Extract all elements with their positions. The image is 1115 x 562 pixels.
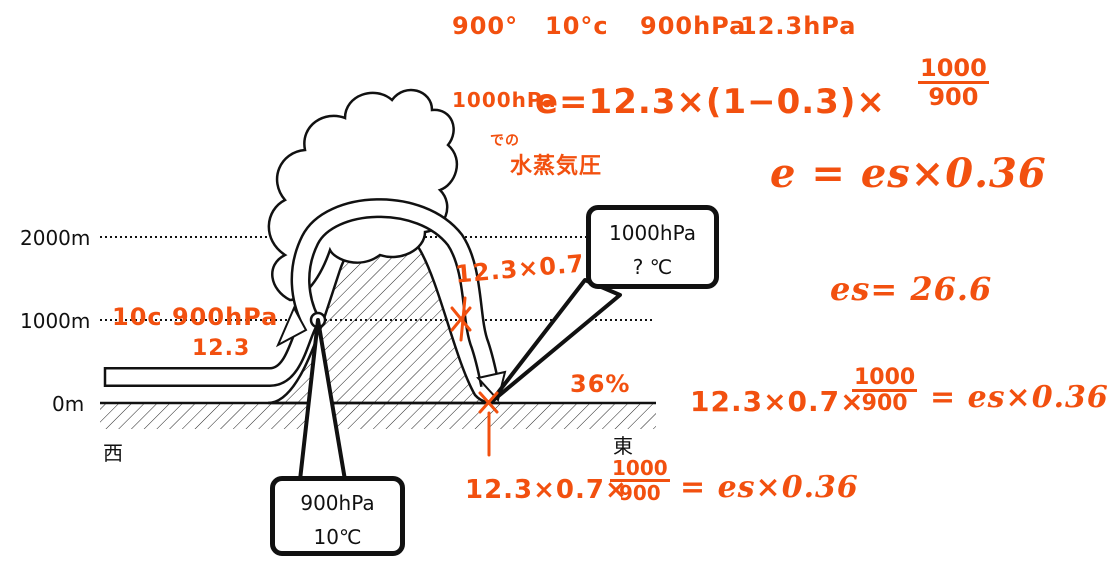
- note-12-3hpa: 12.3hPa: [740, 12, 857, 40]
- note-vapor-pressure: 水蒸気圧: [510, 154, 603, 179]
- note-10c: 10°c: [545, 12, 609, 40]
- altitude-0-label: 0m: [52, 392, 85, 416]
- note-12-3: 12.3: [192, 336, 251, 361]
- east-label: 東: [613, 434, 633, 458]
- note-900hpa: 900hPa: [640, 12, 747, 40]
- equation-1: e=12.3×(1−0.3)×: [535, 82, 886, 122]
- left-box-pressure: 900hPa: [300, 491, 375, 515]
- left-box-temp: 10℃: [313, 525, 362, 549]
- equation-1-fraction: 1000 900: [918, 55, 989, 112]
- eq4-numerator: 1000: [610, 456, 670, 482]
- es-value: es= 26.6: [830, 270, 993, 308]
- eq1-denominator: 900: [928, 83, 979, 112]
- equation-3-fraction: 1000 900: [852, 366, 918, 417]
- equation-4-rhs: = es×0.36: [680, 470, 859, 505]
- eq3-denominator: 900: [861, 391, 908, 417]
- wind-arrowhead-up: [275, 305, 308, 348]
- west-label: 西: [103, 441, 123, 465]
- eq4-denominator: 900: [618, 481, 661, 505]
- equation-4-lhs: 12.3×0.7×: [465, 475, 628, 505]
- eq1-numerator: 1000: [918, 55, 989, 85]
- altitude-1000-label: 1000m: [20, 309, 91, 333]
- right-box-temp: ? ℃: [632, 255, 673, 279]
- equation-3-rhs: = es×0.36: [930, 380, 1109, 415]
- ground-hatch: [100, 403, 656, 429]
- note-900: 900°: [452, 12, 519, 40]
- altitude-2000-label: 2000m: [20, 226, 91, 250]
- callout-box-right: 1000hPa ? ℃: [586, 205, 719, 289]
- equation-2: e = es×0.36: [770, 150, 1047, 197]
- equation-3-lhs: 12.3×0.7×: [690, 385, 865, 418]
- note-10c-900hpa: 10c 900hPa: [112, 303, 279, 331]
- note-36-percent: 36%: [570, 370, 631, 398]
- callout-box-left: 900hPa 10℃: [270, 476, 405, 556]
- note-1000hpa: 1000hPa: [452, 88, 557, 112]
- equation-4-fraction: 1000 900: [610, 458, 670, 504]
- red-marks: [450, 296, 499, 457]
- right-box-pressure: 1000hPa: [609, 221, 696, 245]
- note-deno: での: [490, 133, 520, 149]
- eq3-numerator: 1000: [852, 366, 918, 393]
